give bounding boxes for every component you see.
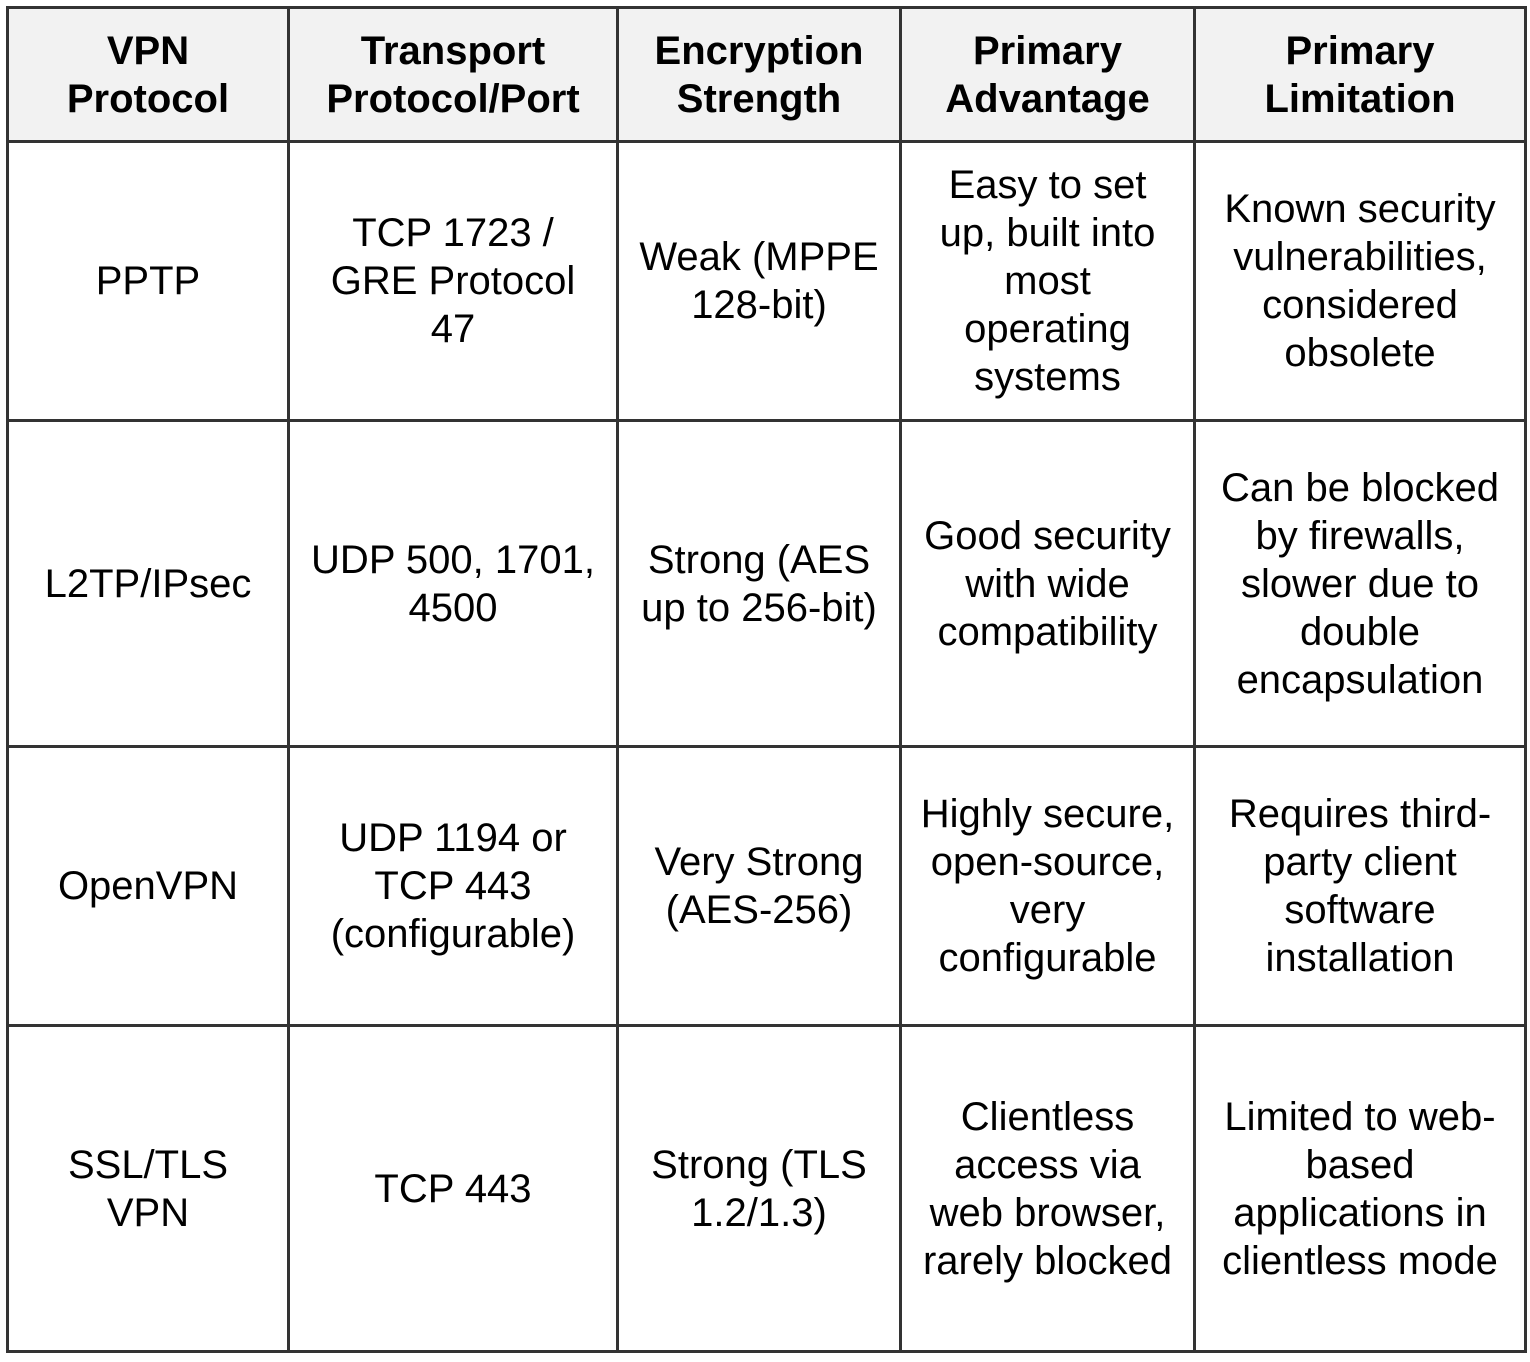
cell-primary-limitation: Limited to web-based applications in cli… xyxy=(1193,1024,1527,1353)
table-header: VPN Protocol Transport Protocol/Port Enc… xyxy=(6,6,1527,143)
cell-encryption-strength: Weak (MPPE 128-bit) xyxy=(616,140,902,422)
cell-primary-advantage: Easy to set up, built into most operatin… xyxy=(899,140,1196,422)
table-row: L2TP/IPsec UDP 500, 1701, 4500 Strong (A… xyxy=(6,419,1527,748)
cell-vpn-protocol: L2TP/IPsec xyxy=(6,419,290,748)
vpn-comparison-table: VPN Protocol Transport Protocol/Port Enc… xyxy=(6,6,1527,1353)
cell-vpn-protocol: PPTP xyxy=(6,140,290,422)
table-row: PPTP TCP 1723 / GRE Protocol 47 Weak (MP… xyxy=(6,140,1527,422)
header-vpn-protocol: VPN Protocol xyxy=(6,6,290,143)
header-transport-protocol-port: Transport Protocol/Port xyxy=(287,6,619,143)
header-primary-advantage: Primary Advantage xyxy=(899,6,1196,143)
table-row: SSL/TLS VPN TCP 443 Strong (TLS 1.2/1.3)… xyxy=(6,1024,1527,1353)
header-row: VPN Protocol Transport Protocol/Port Enc… xyxy=(6,6,1527,143)
cell-primary-advantage: Good security with wide compatibility xyxy=(899,419,1196,748)
table-row: OpenVPN UDP 1194 or TCP 443 (configurabl… xyxy=(6,745,1527,1027)
cell-encryption-strength: Very Strong (AES-256) xyxy=(616,745,902,1027)
cell-primary-limitation: Known security vulnerabilities, consider… xyxy=(1193,140,1527,422)
cell-vpn-protocol: OpenVPN xyxy=(6,745,290,1027)
cell-primary-limitation: Can be blocked by firewalls, slower due … xyxy=(1193,419,1527,748)
table-body: PPTP TCP 1723 / GRE Protocol 47 Weak (MP… xyxy=(6,140,1527,1353)
cell-encryption-strength: Strong (TLS 1.2/1.3) xyxy=(616,1024,902,1353)
cell-transport-protocol-port: TCP 1723 / GRE Protocol 47 xyxy=(287,140,619,422)
cell-primary-limitation: Requires third-party client software ins… xyxy=(1193,745,1527,1027)
header-primary-limitation: Primary Limitation xyxy=(1193,6,1527,143)
cell-encryption-strength: Strong (AES up to 256-bit) xyxy=(616,419,902,748)
cell-transport-protocol-port: UDP 500, 1701, 4500 xyxy=(287,419,619,748)
cell-primary-advantage: Highly secure, open-source, very configu… xyxy=(899,745,1196,1027)
header-encryption-strength: Encryption Strength xyxy=(616,6,902,143)
cell-primary-advantage: Clientless access via web browser, rarel… xyxy=(899,1024,1196,1353)
cell-transport-protocol-port: UDP 1194 or TCP 443 (configurable) xyxy=(287,745,619,1027)
cell-vpn-protocol: SSL/TLS VPN xyxy=(6,1024,290,1353)
cell-transport-protocol-port: TCP 443 xyxy=(287,1024,619,1353)
